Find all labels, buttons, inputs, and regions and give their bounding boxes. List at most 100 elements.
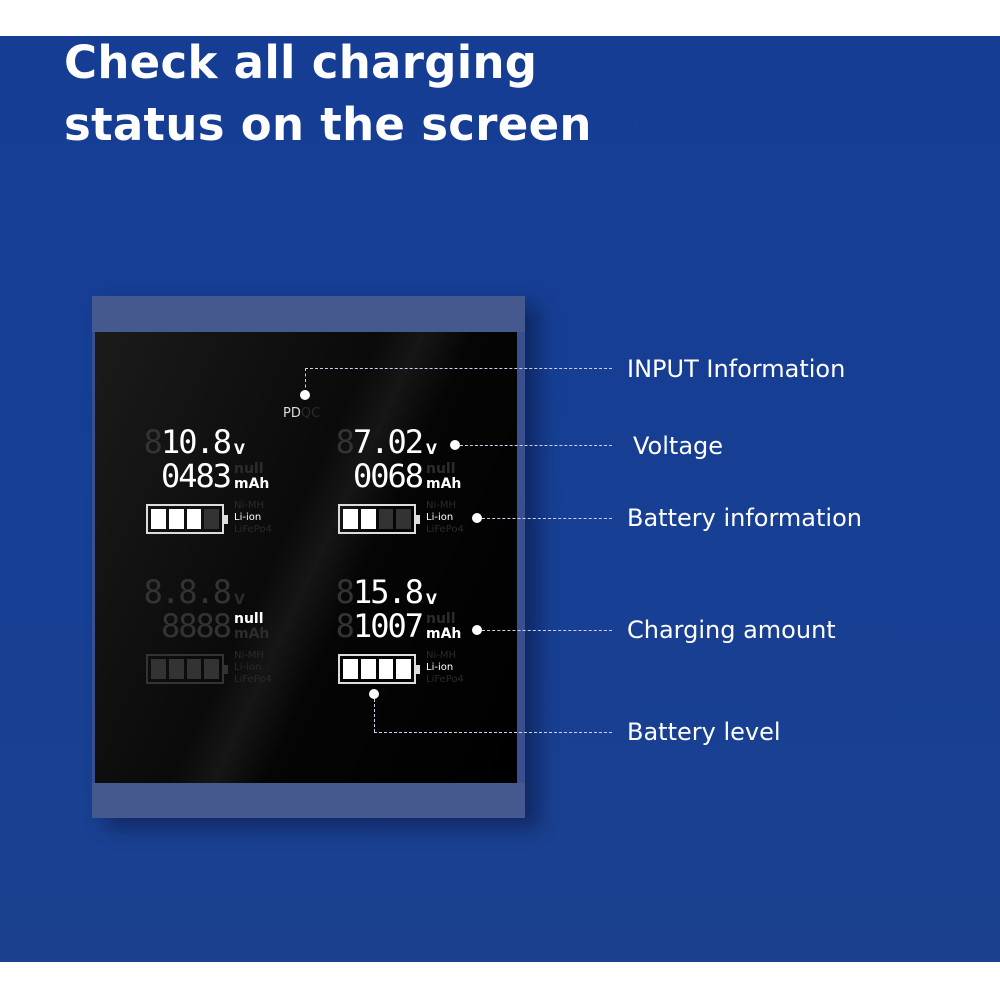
leader-line [374, 699, 375, 732]
battery-cell [360, 659, 376, 679]
volt-unit: V [426, 592, 437, 608]
voltage-display: 87.02 [332, 426, 422, 458]
battery-type: LiFePo4 [234, 524, 272, 535]
capacity-display: 81007 [332, 610, 422, 642]
voltage-value: 15.8 [352, 576, 422, 608]
callout-dot [472, 625, 482, 635]
voltage-value: 7.02 [352, 426, 422, 458]
battery-type: Ni-MH [426, 500, 457, 511]
battery-cell [378, 509, 394, 529]
qc-label: QC [300, 406, 321, 421]
capacity-display: 0068 [332, 460, 422, 492]
battery-type: Li-ion [234, 662, 262, 673]
volt-unit: V [234, 592, 245, 608]
volt-unit: V [426, 442, 437, 458]
lcd-screen [95, 332, 517, 783]
callout-dot [369, 689, 379, 699]
capacity-value: 8888 [160, 610, 230, 642]
callout-dot [450, 440, 460, 450]
battery-type: LiFePo4 [234, 674, 272, 685]
battery-level-icon [146, 654, 228, 684]
leader-line [460, 445, 612, 446]
callout-voltage: Voltage [633, 432, 724, 460]
callout-dot [300, 390, 310, 400]
callout-dot [472, 513, 482, 523]
battery-type: LiFePo4 [426, 674, 464, 685]
voltage-display: 810.8 [140, 426, 230, 458]
battery-cell [378, 659, 394, 679]
voltage-value: 10.8 [160, 426, 230, 458]
headline-line-2: status on the screen [64, 98, 592, 151]
battery-cell [186, 659, 202, 679]
battery-cell [360, 509, 376, 529]
callout-input-information: INPUT Information [627, 355, 846, 383]
battery-type: Ni-MH [234, 500, 265, 511]
battery-level-icon [338, 504, 420, 534]
null-label: null [234, 611, 264, 627]
battery-cell [204, 659, 219, 679]
battery-cell [343, 509, 358, 529]
voltage-row: 810.8 V [140, 426, 245, 458]
battery-cell [151, 509, 166, 529]
capacity-units: null mAh [234, 462, 269, 492]
leader-line [482, 518, 612, 519]
leader-line [374, 732, 612, 733]
headline: Check all charging status on the screen [64, 32, 592, 156]
capacity-dim-digit: 8 [335, 610, 355, 642]
null-label: null [426, 611, 456, 627]
voltage-row: 8.8.8 V [140, 576, 245, 608]
capacity-value: 0483 [160, 460, 230, 492]
battery-cell [186, 509, 202, 529]
battery-cell [343, 659, 358, 679]
battery-level-icon [338, 654, 420, 684]
null-label: null [234, 461, 264, 477]
mah-unit: mAh [426, 476, 462, 492]
battery-cell [168, 659, 184, 679]
capacity-units: null mAh [426, 462, 461, 492]
capacity-row: 8888 null mAh [140, 610, 269, 642]
battery-cell [396, 659, 411, 679]
callout-battery-level: Battery level [627, 718, 781, 746]
voltage-display: 815.8 [332, 576, 422, 608]
callout-battery-information: Battery information [627, 504, 862, 532]
voltage-display: 8.8.8 [140, 576, 230, 608]
capacity-units: null mAh [234, 612, 269, 642]
battery-cell [168, 509, 184, 529]
leader-line [305, 368, 612, 369]
battery-type: Li-ion [426, 662, 454, 673]
volt-unit: V [234, 442, 245, 458]
voltage-dim-digit: 8 [143, 426, 163, 458]
input-indicator: PDQC [283, 406, 320, 421]
voltage-row: 87.02 V [332, 426, 437, 458]
capacity-value: 0068 [352, 460, 422, 492]
pd-label: PD [283, 406, 301, 421]
null-label: null [426, 461, 456, 477]
battery-cell [204, 509, 219, 529]
capacity-value: 1007 [352, 610, 422, 642]
headline-line-1: Check all charging [64, 36, 538, 89]
frame-bottom-band [92, 783, 525, 818]
capacity-display: 8888 [140, 610, 230, 642]
capacity-row: 81007 null mAh [332, 610, 462, 642]
capacity-row: 0068 null mAh [332, 460, 461, 492]
callout-charging-amount: Charging amount [627, 616, 836, 644]
battery-type: Ni-MH [426, 650, 457, 661]
battery-level-icon [146, 504, 228, 534]
battery-type: Li-ion [234, 512, 262, 523]
battery-cell [151, 659, 166, 679]
voltage-dim-digit: 8 [335, 576, 355, 608]
capacity-row: 0483 null mAh [140, 460, 269, 492]
mah-unit: mAh [426, 626, 462, 642]
leader-line [482, 630, 612, 631]
capacity-display: 0483 [140, 460, 230, 492]
leader-line [305, 368, 306, 393]
mah-unit: mAh [234, 476, 270, 492]
